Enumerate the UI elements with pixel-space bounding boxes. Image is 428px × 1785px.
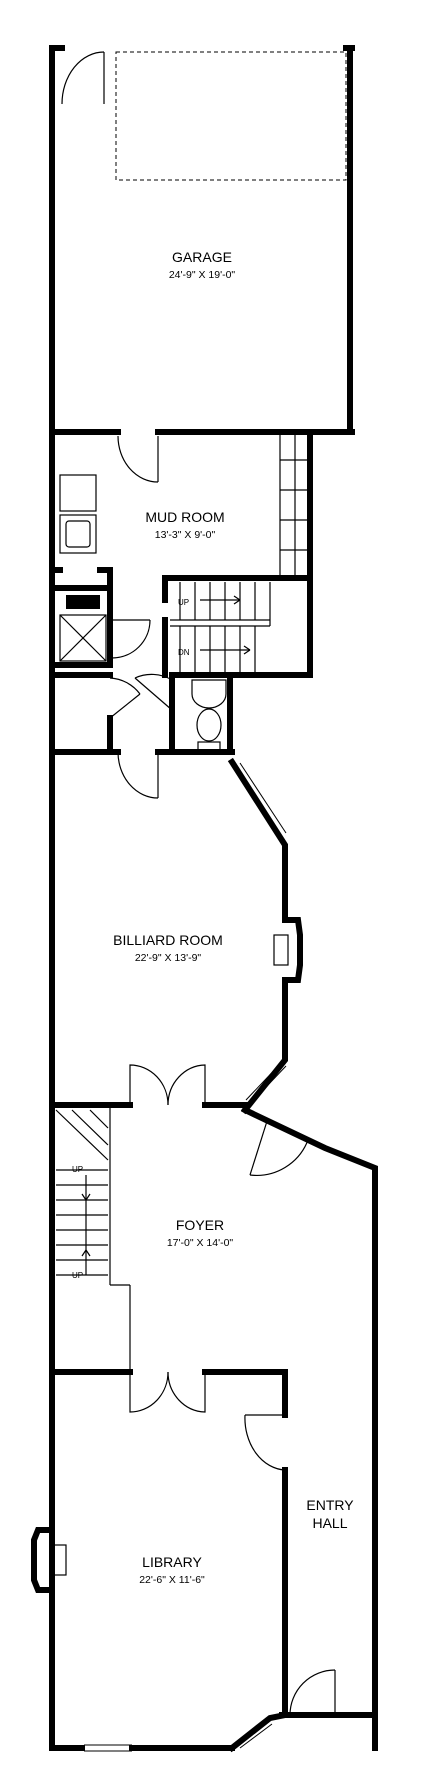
foyer-label: FOYER xyxy=(176,1217,224,1233)
entry-hall-label-line2: HALL xyxy=(312,1515,347,1531)
library-dimensions: 22'-6" X 11'-6" xyxy=(139,1574,205,1586)
rear-stair-up-label: UP xyxy=(178,598,189,607)
library-label: LIBRARY xyxy=(142,1554,202,1570)
shower xyxy=(59,595,107,662)
front-stairs xyxy=(55,1109,109,1276)
mud-room-label: MUD ROOM xyxy=(145,509,224,525)
front-stair-up-bottom-label: UP xyxy=(72,1271,83,1280)
billiard-room-label: BILLIARD ROOM xyxy=(113,932,223,948)
exterior-walls xyxy=(49,45,378,1753)
entry-hall-label-line1: ENTRY xyxy=(306,1497,354,1513)
garage-dimensions: 24'-9" X 19'-0" xyxy=(169,269,236,281)
powder-room-fixtures xyxy=(191,679,227,751)
windows xyxy=(84,762,287,1752)
interior-walls xyxy=(49,429,313,1718)
foyer-dimensions: 17'-0" X 14'-0" xyxy=(167,1237,234,1249)
garage-door-outline xyxy=(115,51,347,181)
billiard-room-dimensions: 22'-9" X 13'-9" xyxy=(135,952,202,964)
doors xyxy=(61,51,336,1716)
mud-room-dimensions: 13'-3" X 9'-0" xyxy=(155,529,216,541)
mud-room-fixtures xyxy=(59,431,311,578)
fireplaces xyxy=(31,934,289,1593)
rear-stairs xyxy=(170,582,271,672)
front-stair-up-top-label: UP xyxy=(72,1165,83,1174)
rear-stair-down-label: DN xyxy=(178,648,190,657)
garage-label: GARAGE xyxy=(172,249,232,265)
